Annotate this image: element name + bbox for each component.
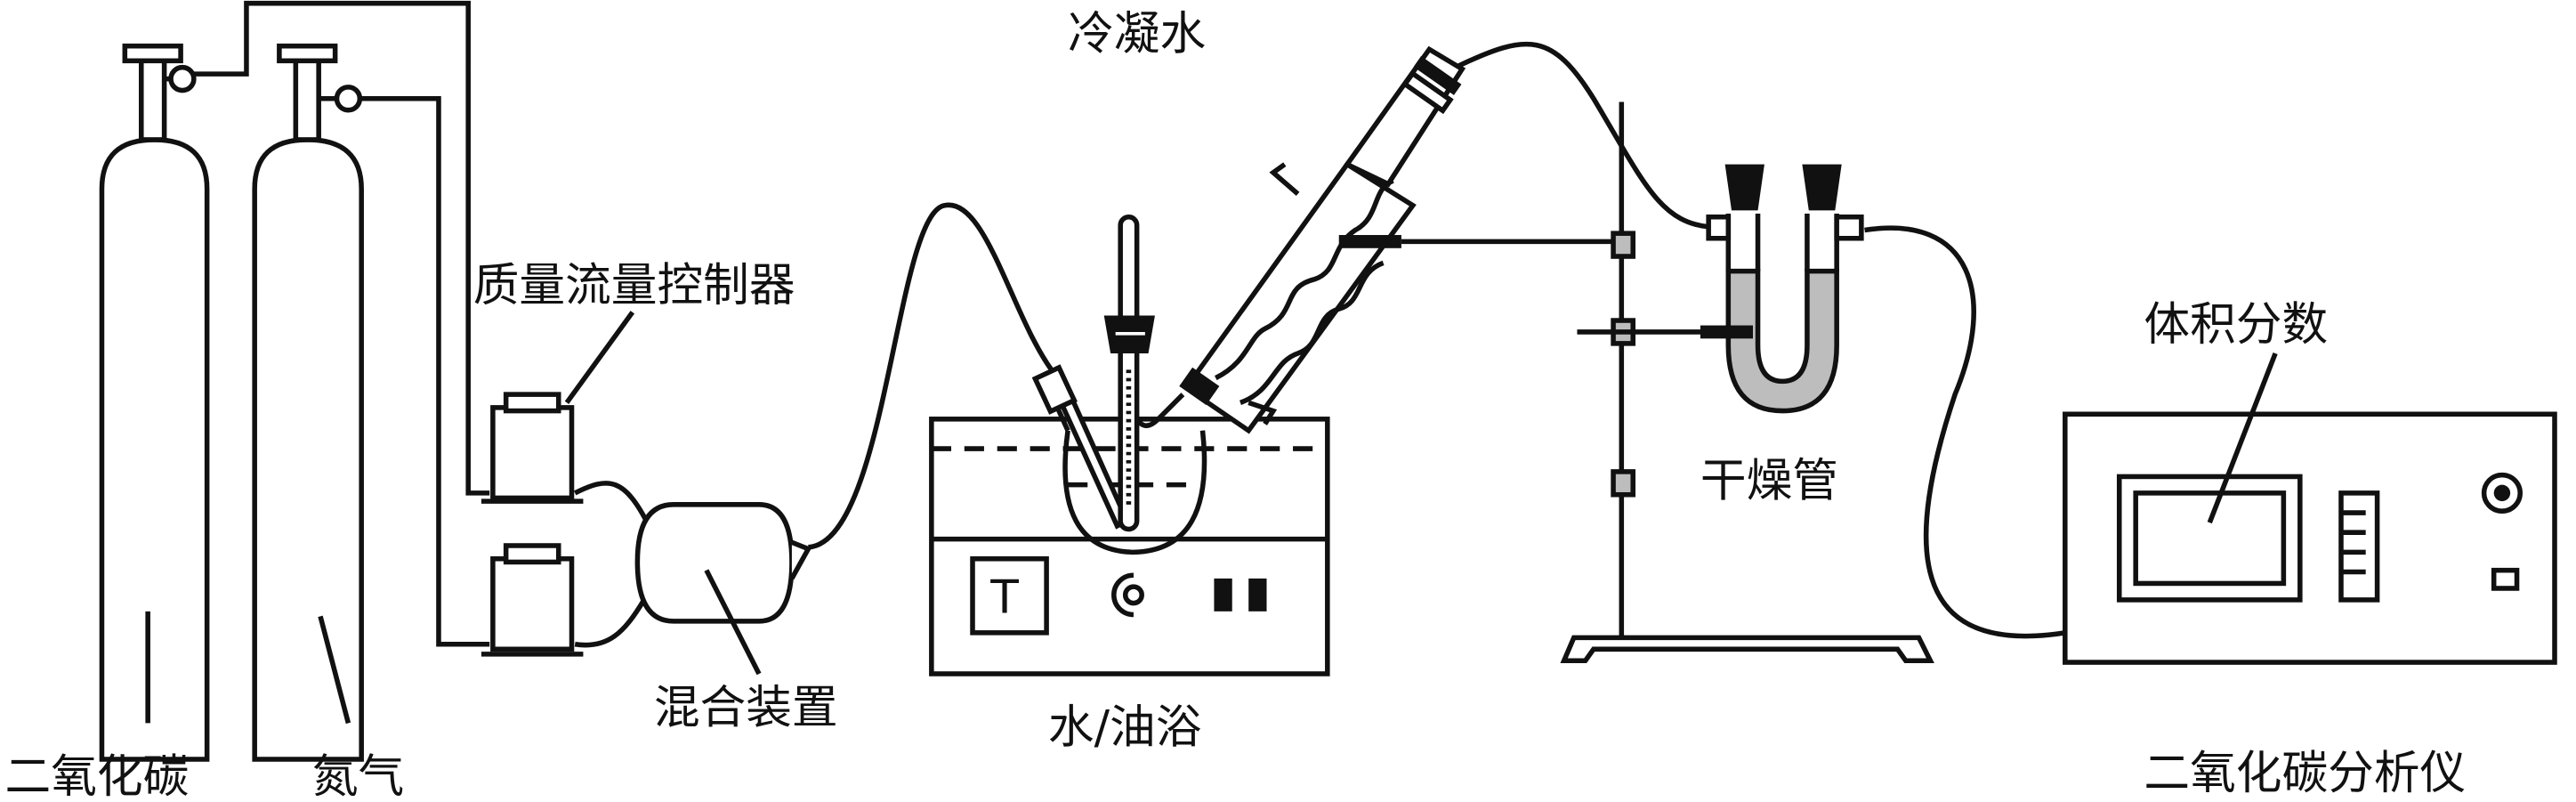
mass-flow-controller-1 (480, 311, 635, 504)
drying-tube (1700, 164, 1864, 414)
co2-analyzer-label: 二氧化碳分析仪 (2144, 747, 2466, 800)
button-icon (2491, 567, 2520, 591)
dial-icon (1111, 572, 1144, 618)
co2-cylinder (99, 43, 210, 762)
drying-tube-label: 干燥管 (1700, 455, 1838, 508)
temperature-display (970, 555, 1049, 636)
round-bottom-flask (1031, 214, 1207, 555)
n2-cylinder (252, 43, 364, 762)
switch-icon (1214, 578, 1232, 612)
bath-label: 水/油浴 (1048, 701, 1201, 755)
volume-fraction-label: 体积分数 (2144, 298, 2328, 352)
co2-analyzer (2063, 352, 2557, 665)
condenser-water-label: 冷凝水 (1068, 7, 1206, 61)
mfc-label: 质量流量控制器 (473, 259, 795, 312)
ring-stand (1560, 101, 1934, 663)
n2-cylinder-label: 氮气 (312, 750, 404, 802)
co2-cylinder-label: 二氧化碳 (5, 750, 190, 802)
scale-icon (2338, 490, 2380, 603)
mass-flow-controller-2 (480, 543, 584, 657)
mixer-label: 混合装置 (654, 681, 838, 734)
gas-tubing (193, 0, 2066, 648)
knob-icon (2481, 472, 2523, 514)
condenser (1179, 45, 1622, 434)
mixer (634, 502, 812, 676)
temperature-display-label: T (989, 571, 1019, 625)
